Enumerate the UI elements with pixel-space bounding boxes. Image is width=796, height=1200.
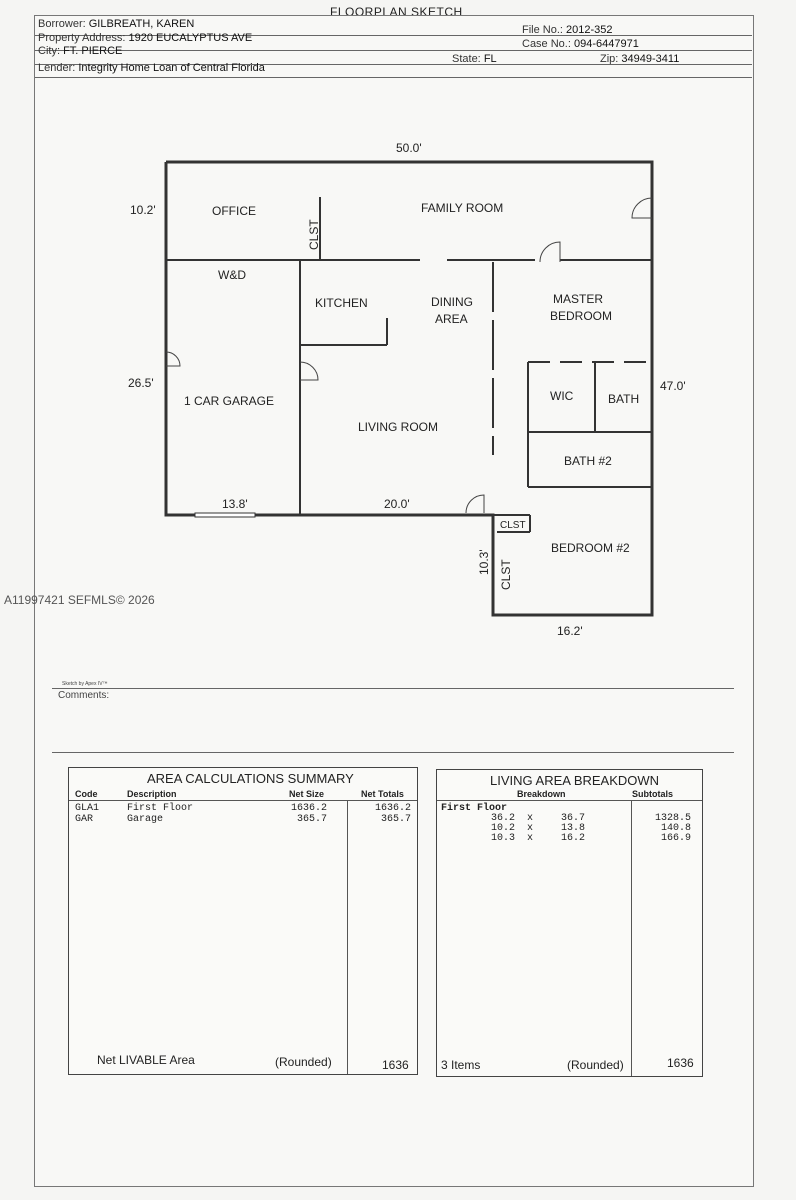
col-net-totals: Net Totals xyxy=(361,789,404,799)
summary-title: AREA CALCULATIONS SUMMARY xyxy=(147,771,354,786)
room-label-garage: 1 CAR GARAGE xyxy=(184,394,274,408)
cell-times: x xyxy=(527,813,534,824)
state-label: State: xyxy=(452,53,481,65)
cell-width: 10.3 xyxy=(491,833,516,844)
cell-length: 13.8 xyxy=(561,823,586,834)
dimension-garage-bottom: 13.8' xyxy=(222,497,248,511)
col-subtotals: Subtotals xyxy=(632,789,674,799)
room-label-master-bedroom: BEDROOM xyxy=(550,309,612,323)
cell-width: 36.2 xyxy=(491,813,516,824)
city-field: City: FT. PIERCE xyxy=(38,45,122,57)
dimension-bedroom2-left: 10.3' xyxy=(477,549,491,575)
cell-length: 36.7 xyxy=(561,813,586,824)
dimension-right: 47.0' xyxy=(660,379,686,393)
col-code: Code xyxy=(75,789,98,799)
case-no-field: Case No.: 094-6447971 xyxy=(522,38,639,50)
breakdown-title: LIVING AREA BREAKDOWN xyxy=(490,773,660,788)
file-no-label: File No.: xyxy=(522,24,563,36)
cell-width: 10.2 xyxy=(491,823,516,834)
room-label-office: OFFICE xyxy=(212,204,256,218)
file-no-value: 2012-352 xyxy=(566,24,613,36)
room-label-dining-area: AREA xyxy=(435,312,468,326)
interior-walls xyxy=(166,197,652,533)
cell-description: Garage xyxy=(127,814,164,825)
items-count: 3 Items xyxy=(441,1058,481,1072)
net-livable-label: Net LIVABLE Area xyxy=(97,1053,195,1067)
zip-value: 34949-3411 xyxy=(621,53,680,65)
dimension-left-mid: 26.5' xyxy=(128,376,154,390)
net-livable-total: 1636 xyxy=(382,1058,409,1072)
cell-times: x xyxy=(527,823,534,834)
dimension-bedroom2-bottom: 16.2' xyxy=(557,624,583,638)
cell-length: 16.2 xyxy=(561,833,586,844)
lender-value: Integrity Home Loan of Central Florida xyxy=(78,62,265,74)
lender-label: Lender: xyxy=(38,62,76,74)
garage-door xyxy=(194,512,256,518)
borrower-label: Borrower: xyxy=(38,18,86,30)
cell-times: x xyxy=(527,833,534,844)
cell-net-size: 1636.2 xyxy=(290,803,327,814)
exterior-walls xyxy=(164,160,654,617)
address-value: 1920 EUCALYPTUS AVE xyxy=(128,32,253,44)
sketch-credit: Sketch by Apex IV™ xyxy=(62,681,108,687)
room-label-living-room: LIVING ROOM xyxy=(358,420,438,434)
zip-field: Zip: 34949-3411 xyxy=(600,53,679,65)
col-net-size: Net Size xyxy=(289,789,325,799)
section-first-floor: First Floor xyxy=(441,803,508,814)
col-description: Description xyxy=(127,789,177,799)
state-field: State: FL xyxy=(452,53,497,65)
borrower-value: GILBREATH, KAREN xyxy=(88,18,195,30)
room-label-wic: WIC xyxy=(550,389,574,403)
room-label-closet: CLST xyxy=(307,219,321,250)
room-label-master: MASTER xyxy=(553,292,603,306)
room-label-bath-2: BATH #2 xyxy=(564,454,612,468)
cell-net-size: 365.7 xyxy=(296,814,327,825)
cell-description: First Floor xyxy=(127,803,194,814)
room-label-bedroom-2: BEDROOM #2 xyxy=(551,541,630,555)
lender-field: Lender: Integrity Home Loan of Central F… xyxy=(38,62,265,74)
room-label-washer-dryer: W&D xyxy=(218,268,246,282)
cell-net-total: 1636.2 xyxy=(374,803,411,814)
cell-code: GLA1 xyxy=(75,803,100,814)
comments-label: Comments: xyxy=(58,690,110,701)
city-label: City: xyxy=(38,45,60,57)
room-label-closet-2: CLST xyxy=(500,520,526,531)
room-label-dining: DINING xyxy=(431,295,473,309)
room-label-family-room: FAMILY ROOM xyxy=(421,201,503,215)
cell-code: GAR xyxy=(75,814,94,825)
living-area-breakdown: LIVING AREA BREAKDOWN Breakdown Subtotal… xyxy=(436,769,703,1077)
case-no-value: 094-6447971 xyxy=(573,38,639,50)
rounded-label: (Rounded) xyxy=(275,1055,332,1069)
dimension-living-bottom: 20.0' xyxy=(384,497,410,511)
borrower-field: Borrower: GILBREATH, KAREN xyxy=(38,18,194,30)
door-swings xyxy=(165,197,653,514)
cell-subtotal: 140.8 xyxy=(660,823,691,834)
room-label-closet-3: CLST xyxy=(499,559,513,590)
col-breakdown: Breakdown xyxy=(517,789,566,799)
dimension-top: 50.0' xyxy=(396,141,422,155)
state-value: FL xyxy=(483,53,497,65)
watermark: A11997421 SEFMLS© 2026 xyxy=(4,593,155,607)
zip-label: Zip: xyxy=(600,53,619,65)
case-no-label: Case No.: xyxy=(522,38,571,50)
city-value: FT. PIERCE xyxy=(63,45,123,57)
floorplan-sketch: OFFICE FAMILY ROOM CLST W&D KITCHEN DINI… xyxy=(128,141,686,638)
address-label: Property Address: xyxy=(38,32,126,44)
address-field: Property Address: 1920 EUCALYPTUS AVE xyxy=(38,32,252,44)
room-label-bath: BATH xyxy=(608,392,639,406)
cell-net-total: 365.7 xyxy=(380,814,411,825)
area-calculations-summary: AREA CALCULATIONS SUMMARY Code Descripti… xyxy=(68,767,418,1075)
dimension-left-top: 10.2' xyxy=(130,203,156,217)
cell-subtotal: 166.9 xyxy=(660,833,691,844)
living-area-total: 1636 xyxy=(667,1056,694,1070)
rounded-label: (Rounded) xyxy=(567,1058,624,1072)
room-label-kitchen: KITCHEN xyxy=(315,296,368,310)
file-no-field: File No.: 2012-352 xyxy=(522,24,613,36)
cell-subtotal: 1328.5 xyxy=(654,813,691,824)
